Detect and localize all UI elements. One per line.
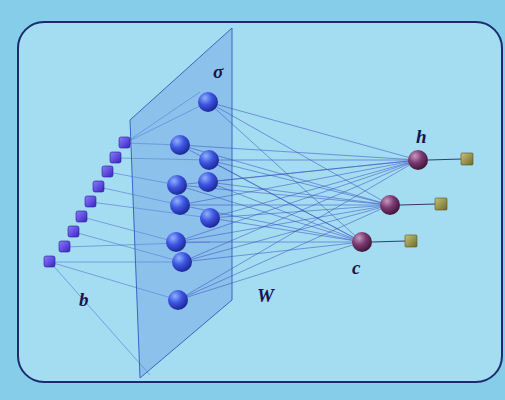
output-units <box>352 150 428 252</box>
hidden-output-connections <box>176 102 418 300</box>
math-symbol: σ <box>213 62 223 81</box>
output-cubes <box>405 153 473 247</box>
math-symbol: b <box>79 290 89 309</box>
math-symbol: W <box>257 286 274 305</box>
hidden-units <box>166 92 220 310</box>
hidden-layer-plane <box>130 28 232 378</box>
input-units <box>44 137 130 267</box>
math-symbol: h <box>416 127 427 146</box>
math-symbol: c <box>352 258 360 277</box>
output-stubs <box>372 159 462 242</box>
slide-panel <box>18 22 502 382</box>
